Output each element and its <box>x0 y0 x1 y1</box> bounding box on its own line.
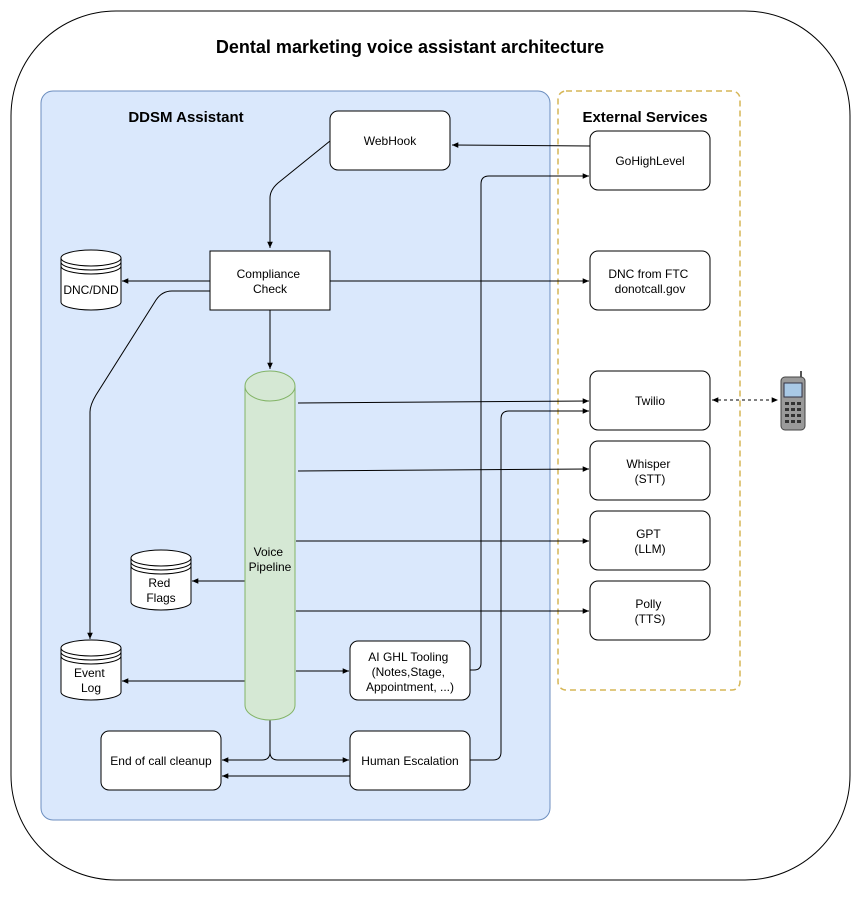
diagram-title: Dental marketing voice assistant archite… <box>216 37 604 57</box>
event-log-line1: Event <box>74 666 105 680</box>
compliance-check-node: Compliance Check <box>209 250 331 311</box>
polly-line1: Polly <box>635 597 661 611</box>
ai-tooling-label: AI GHL Tooling (Notes,Stage, Appointment… <box>366 650 454 694</box>
webhook-label: WebHook <box>364 134 417 148</box>
voice-label: Voice Pipeline <box>249 545 292 574</box>
webhook-node: WebHook <box>329 110 451 171</box>
ai-tooling-line3: Appointment, ...) <box>366 680 454 694</box>
gpt-line2: (LLM) <box>634 542 665 556</box>
edge-aitooling-ghl <box>470 173 589 671</box>
polly-line2: (TTS) <box>635 612 666 626</box>
voice-label-line1: Voice <box>254 545 284 559</box>
polly-label: Polly (TTS) <box>635 597 666 626</box>
ai-tooling-line1: AI GHL Tooling <box>368 650 448 664</box>
dnc-ftc-node: DNC from FTC donotcall.gov <box>589 250 711 311</box>
polly-node: Polly (TTS) <box>589 580 711 641</box>
edge-webhook-compliance <box>267 140 331 248</box>
dnc-ftc-line1: DNC from FTC <box>608 267 688 281</box>
compliance-label-line1: Compliance <box>237 267 301 281</box>
assistant-group-title: DDSM Assistant <box>128 109 243 126</box>
voice-pipeline-node: Voice Pipeline <box>244 370 296 721</box>
red-flags-line1: Red <box>148 576 170 590</box>
edge-voice-escalation <box>269 740 349 763</box>
dnc-ftc-line2: donotcall.gov <box>615 282 686 296</box>
twilio-label: Twilio <box>635 394 665 408</box>
dnc-ftc-label: DNC from FTC donotcall.gov <box>608 267 691 296</box>
gohighlevel-label: GoHighLevel <box>615 154 684 168</box>
edge-voice-whisper <box>297 466 590 472</box>
gpt-line1: GPT <box>636 527 661 541</box>
whisper-line1: Whisper <box>626 457 670 471</box>
whisper-label: Whisper (STT) <box>626 457 673 486</box>
gpt-node: GPT (LLM) <box>589 510 711 571</box>
external-group <box>557 90 741 691</box>
dnc-dnd-database: DNC/DND <box>60 249 122 311</box>
gpt-label: GPT (LLM) <box>634 527 665 556</box>
red-flags-label: Red Flags <box>146 576 175 605</box>
human-escalation-node: Human Escalation <box>349 730 471 791</box>
edge-compliance-eventlog <box>87 290 210 639</box>
ai-tooling-line2: (Notes,Stage, <box>372 665 445 679</box>
whisper-node: Whisper (STT) <box>589 440 711 501</box>
event-log-database: Event Log <box>60 639 122 701</box>
ai-ghl-tooling-node: AI GHL Tooling (Notes,Stage, Appointment… <box>349 640 471 701</box>
human-escalation-label: Human Escalation <box>361 754 458 768</box>
event-log-label: Event Log <box>74 666 108 695</box>
whisper-line2: (STT) <box>635 472 666 486</box>
mobile-phone-icon <box>780 371 806 431</box>
compliance-label-line2: Check <box>253 282 288 296</box>
edge-ghl-webhook <box>451 142 591 148</box>
gohighlevel-node: GoHighLevel <box>589 130 711 191</box>
edge-voice-twilio <box>297 398 590 404</box>
twilio-node: Twilio <box>589 370 711 431</box>
compliance-label: Compliance Check <box>237 267 304 296</box>
edge-escalation-twilio <box>470 408 589 761</box>
end-cleanup-label: End of call cleanup <box>110 754 212 768</box>
dnc-dnd-label: DNC/DND <box>63 283 119 297</box>
event-log-line2: Log <box>81 681 101 695</box>
end-of-call-cleanup-node: End of call cleanup <box>100 730 222 791</box>
red-flags-database: Red Flags <box>130 549 192 611</box>
external-group-title: External Services <box>582 109 707 126</box>
voice-label-line2: Pipeline <box>249 560 292 574</box>
red-flags-line2: Flags <box>146 591 175 605</box>
